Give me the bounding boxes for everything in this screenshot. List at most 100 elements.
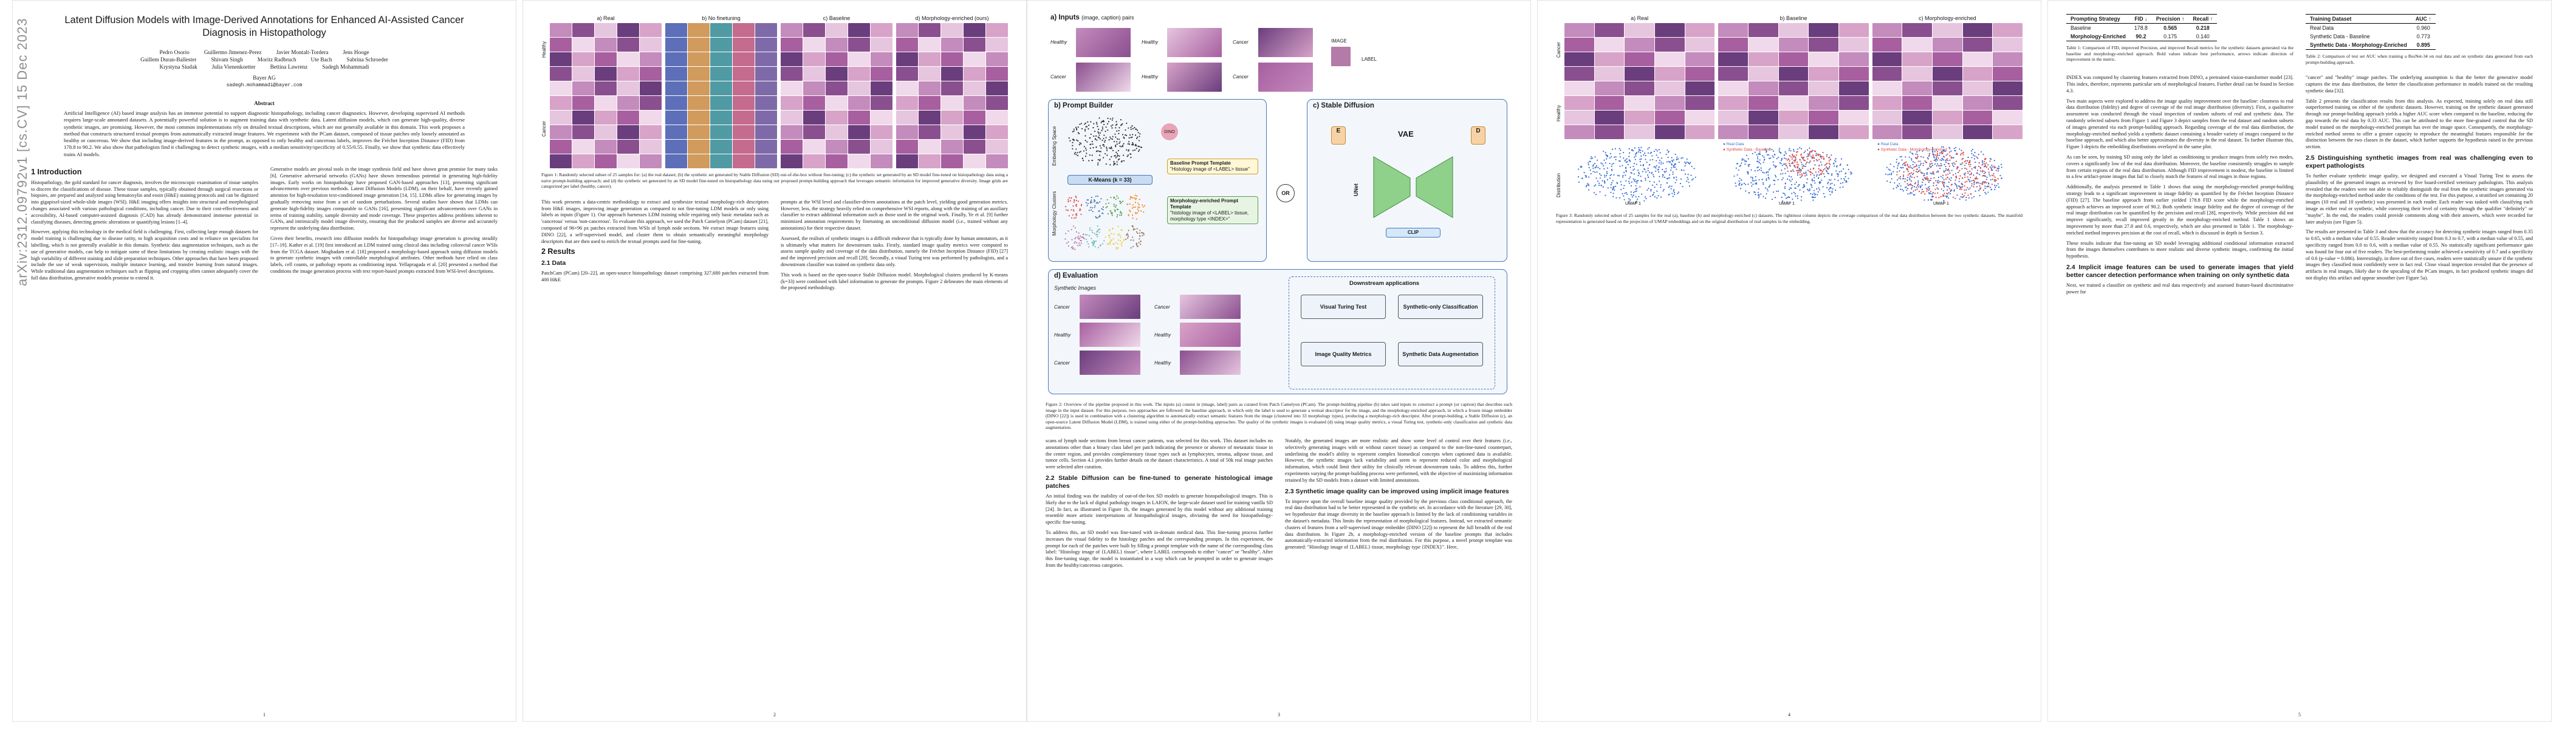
scatter-point [1796,181,1798,183]
scatter-point [1995,179,1997,181]
scatter-point [1986,186,1988,188]
scatter-point [1123,239,1125,241]
scatter-point [1785,163,1787,165]
scatter-point [1649,180,1651,182]
scatter-point [1588,185,1589,187]
scatter-point [1792,162,1794,165]
scatter-point [1914,189,1916,191]
scatter-point [1807,149,1809,151]
scatter-point [1989,175,1991,177]
scatter-point [1067,241,1069,243]
scatter-point [1774,180,1776,182]
scatter-point [1096,150,1098,152]
scatter-point [1930,163,1931,165]
scatter-point [1623,187,1625,190]
table-cell: 0.218 [2196,25,2210,31]
scatter-point [1118,139,1120,140]
histology-patch [665,96,687,110]
scatter-point [1642,165,1644,166]
histology-patch [1993,111,2023,125]
histology-patch [1809,81,1838,95]
scatter-point [1692,178,1694,180]
scatter-point [1908,179,1911,181]
scatter-point [1934,180,1937,182]
scatter-point [1893,182,1896,184]
scatter-point [1961,183,1962,185]
scatter-point [1118,127,1120,129]
scatter-point [1844,179,1846,181]
author-name: Krystyna Siudak [159,64,197,70]
scatter-point [1766,149,1767,151]
histology-patch [1625,52,1654,66]
table-header: FID ↓ [2134,16,2148,22]
scatter-point [1932,171,1934,173]
scatter-point [1817,160,1818,162]
panel-label: a) Real [597,15,615,21]
scatter-point [1829,190,1831,193]
scatter-point [1090,143,1092,145]
histology-patch [871,52,892,66]
scatter-point [1671,157,1673,159]
scatter-point [1956,168,1958,170]
embedding-scatter [1068,117,1143,166]
scatter-point [1619,156,1621,158]
scatter-point [1790,162,1793,165]
scatter-point [1776,158,1778,160]
scatter-point [1645,159,1646,160]
scatter-point [1639,186,1641,188]
scatter-point [1931,162,1933,165]
scatter-point [1979,167,1981,169]
scatter-point [1073,201,1075,203]
scatter-point [1085,238,1087,241]
panel-a-subtitle: (image, caption) pairs [1081,15,1134,21]
scatter-point [1123,143,1125,145]
histology-patch [595,23,617,37]
histology-patch [1654,67,1685,81]
scatter-point [1787,178,1789,180]
scatter-point [1115,206,1117,208]
histology-patch [1748,96,1778,110]
scatter-point [1130,196,1132,197]
scatter-point [1954,182,1956,184]
scatter-point [1767,190,1769,192]
scatter-point [1805,163,1807,165]
scatter-point [1959,187,1961,189]
scatter-point [1964,181,1966,183]
scatter-point [1915,187,1917,188]
figure-3-panel-real: a) Real UMAP 1 [1564,15,1715,209]
scatter-point [1693,168,1695,169]
scatter-point [1095,234,1097,236]
paragraph: To improve upon the overall baseline ima… [1285,498,1512,550]
table-2-caption: Table 2: Comparison of test set AUC when… [2306,53,2533,65]
scatter-point [1743,159,1745,160]
scatter-point [1647,152,1649,154]
scatter-point [1101,126,1103,128]
scatter-point [1116,216,1118,217]
scatter-point [1793,156,1796,157]
scatter-point [1941,158,1943,160]
scatter-point [1673,190,1674,192]
scatter-point [1904,180,1906,183]
scatter-point [1793,151,1795,152]
scatter-point [1931,199,1933,200]
scatter-point [1989,160,1991,162]
scatter-point [1990,179,1992,180]
scatter-point [1821,172,1823,174]
scatter-point [1970,193,1972,195]
scatter-point [1826,154,1828,156]
scatter-point [1903,171,1905,173]
scatter-point [1888,168,1889,170]
author-email[interactable]: sadegh.mohammadi@bayer.com [226,83,303,88]
scatter-point [1945,178,1947,180]
paper-title: Latent Diffusion Models with Image-Deriv… [64,15,464,38]
scatter-point [1971,149,1973,151]
scatter-point [1803,156,1805,159]
scatter-point [1741,183,1743,185]
scatter-point [1758,166,1759,168]
scatter-point [1677,191,1680,193]
scatter-point [1993,188,1996,190]
scatter-point [1961,163,1962,165]
scatter-point [1592,171,1594,173]
scatter-point [1758,153,1760,155]
scatter-point [1801,199,1803,201]
